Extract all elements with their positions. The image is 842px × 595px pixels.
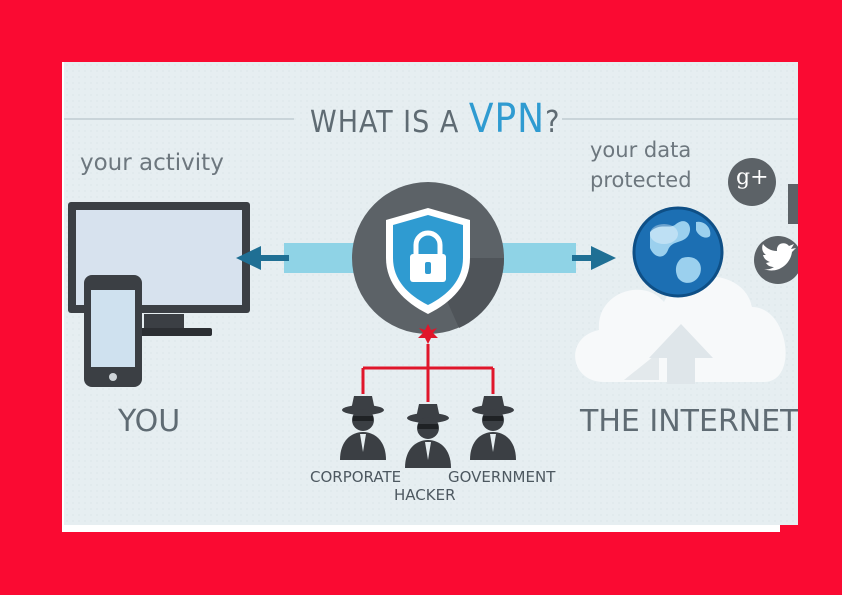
title-suffix: ? bbox=[545, 105, 561, 140]
spy-icon-corporate bbox=[340, 396, 386, 460]
left-arrow bbox=[236, 243, 364, 273]
edge-tab bbox=[788, 184, 798, 224]
gplus-icon bbox=[728, 158, 776, 206]
threat-label-hacker: HACKER bbox=[394, 486, 456, 504]
page-title: WHAT IS A VPN? bbox=[310, 96, 560, 142]
threat-label-corporate: CORPORATE bbox=[310, 468, 402, 486]
title-prefix: WHAT IS A bbox=[310, 105, 469, 140]
title-accent: VPN bbox=[468, 96, 546, 142]
threat-connector bbox=[361, 324, 495, 402]
gplus-label: g+ bbox=[736, 165, 769, 190]
left-caption: your activity bbox=[80, 150, 224, 176]
spy-icon-hacker bbox=[405, 404, 451, 468]
phone-icon bbox=[84, 275, 142, 387]
infographic-graphics bbox=[64, 118, 798, 468]
globe-icon bbox=[632, 206, 724, 298]
shield-lock-icon bbox=[352, 182, 505, 334]
cloud-upload-icon bbox=[575, 276, 786, 384]
right-arrow bbox=[496, 243, 616, 273]
internet-label: THE INTERNET bbox=[580, 404, 798, 439]
vpn-infographic: WHAT IS A VPN? your activity your data p… bbox=[64, 62, 798, 525]
threat-label-government: GOVERNMENT bbox=[448, 468, 556, 486]
spy-icon-government bbox=[470, 396, 516, 460]
you-label: YOU bbox=[118, 404, 181, 439]
right-caption-line2: protected bbox=[590, 168, 692, 192]
right-caption-line1: your data bbox=[590, 138, 692, 162]
twitter-icon bbox=[754, 236, 798, 284]
